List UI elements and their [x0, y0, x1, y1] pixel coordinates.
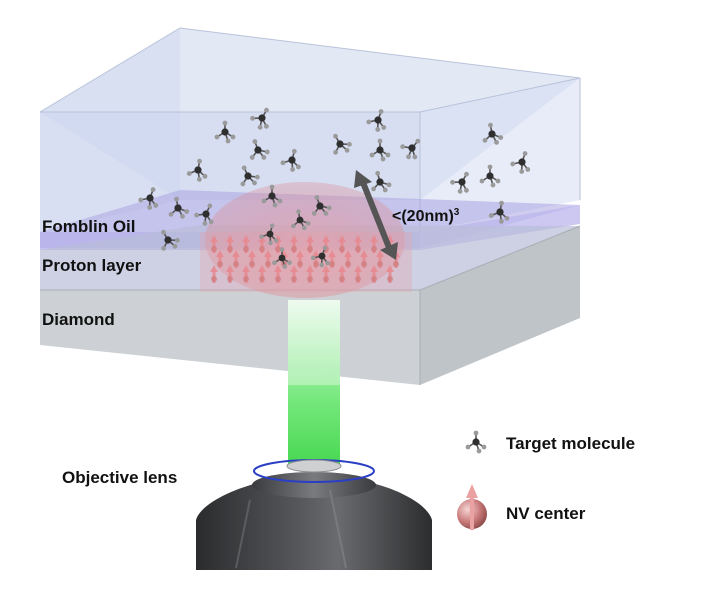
- molecule-icon: [400, 138, 421, 160]
- label-diamond: Diamond: [42, 310, 115, 329]
- legend-label-nv-center: NV center: [506, 504, 586, 523]
- legend: Target molecule NV center: [457, 430, 635, 530]
- legend-nv-icon: [457, 484, 487, 530]
- lens-top: [252, 472, 376, 498]
- molecule-icon: [488, 200, 510, 224]
- molecule-icon: [186, 158, 208, 182]
- legend-molecule-icon: [465, 430, 487, 454]
- sensing-depth-arrow: [354, 170, 398, 260]
- lens-aperture: [286, 459, 342, 473]
- molecule-icon: [311, 195, 332, 216]
- molecule-icon: [482, 122, 504, 145]
- molecule-icon: [450, 171, 469, 194]
- molecule-icon: [310, 245, 330, 268]
- target-molecules: [138, 107, 531, 269]
- objective-lens: [196, 459, 432, 570]
- molecule-icon: [510, 151, 531, 174]
- diamond-front-face: [40, 290, 420, 385]
- legend-label-target-molecule: Target molecule: [506, 434, 635, 453]
- molecule-icon: [249, 139, 270, 160]
- molecule-icon: [250, 107, 269, 130]
- molecule-icon: [369, 138, 391, 162]
- molecule-icon: [259, 223, 279, 246]
- lens-body: [196, 483, 432, 570]
- sensing-dome: [205, 182, 405, 298]
- molecule-icon: [138, 187, 159, 210]
- laser-beam: [288, 300, 340, 465]
- molecule-icon: [168, 196, 190, 219]
- molecule-icon: [366, 109, 387, 132]
- molecule-icon: [240, 165, 260, 187]
- molecule-icon: [261, 184, 283, 208]
- label-fomblin-oil: Fomblin Oil: [42, 217, 136, 236]
- label-objective-lens: Objective lens: [62, 468, 177, 487]
- molecule-icon: [272, 247, 292, 269]
- label-proton-layer: Proton layer: [42, 256, 142, 275]
- molecule-icon: [194, 203, 214, 226]
- oil-back-left-face: [40, 28, 180, 232]
- molecule-icon: [214, 120, 236, 144]
- molecule-icon: [465, 430, 487, 454]
- label-volume: <(20nm)3: [392, 207, 460, 225]
- molecule-icon: [280, 148, 301, 172]
- diamond-right-face: [420, 226, 580, 385]
- nv-center-array: [210, 235, 400, 283]
- sensing-region: [200, 182, 412, 298]
- molecule-icon: [333, 133, 352, 155]
- molecule-icon: [291, 209, 311, 231]
- molecule-icon: [161, 229, 180, 251]
- molecule-icon: [479, 164, 501, 188]
- molecule-icon: [371, 170, 392, 193]
- beam-column: [288, 300, 340, 465]
